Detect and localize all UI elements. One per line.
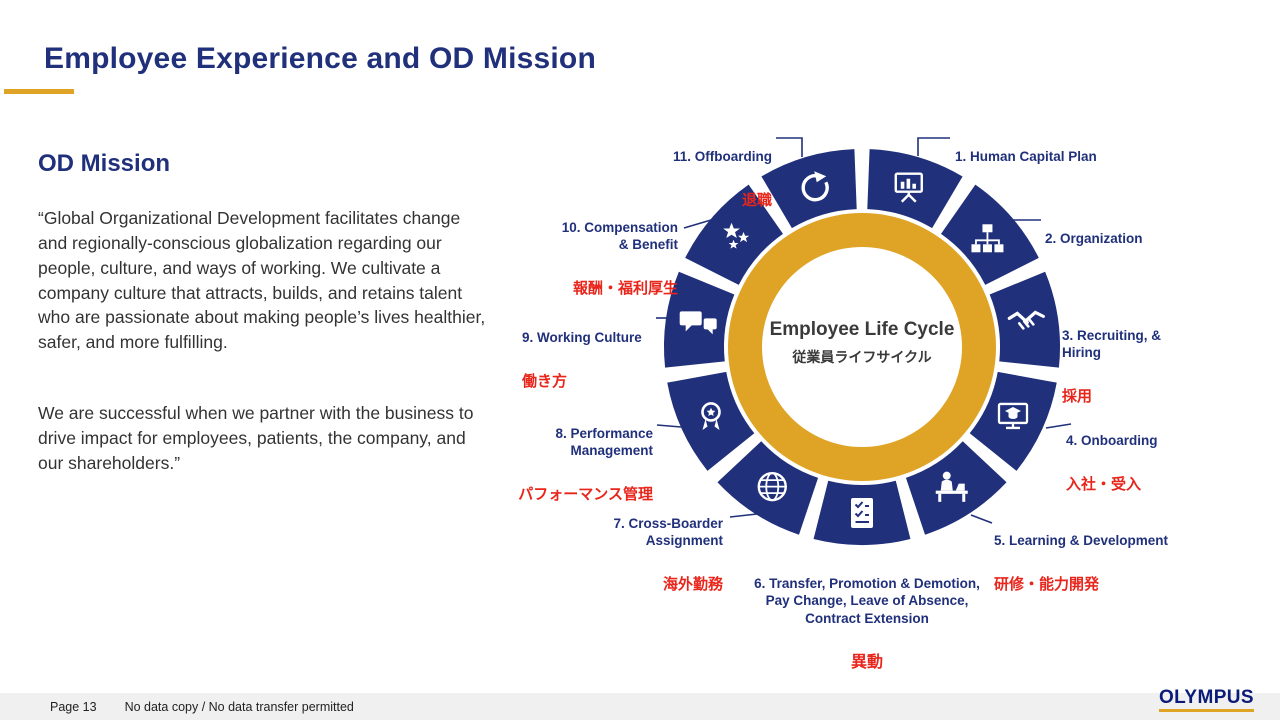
confidential-note: No data copy / No data transfer permitte… — [124, 699, 354, 714]
speech-bubbles-icon — [679, 311, 717, 335]
callout-connectors — [656, 137, 1072, 524]
segment-label-jp: パフォーマンス管理 — [518, 486, 653, 504]
slide-title: Employee Experience and OD Mission — [44, 42, 596, 75]
center-circle — [762, 247, 962, 447]
checklist-icon — [851, 498, 873, 528]
handshake-icon — [1007, 310, 1045, 330]
wheel-segment-5 — [905, 441, 1007, 535]
olympus-logo-text: OLYMPUS — [1158, 687, 1254, 708]
segment-label: 2. Organization — [1045, 230, 1143, 246]
wheel-segment-11 — [761, 149, 857, 229]
award-icon — [701, 402, 721, 430]
segment-label-jp: 報酬・福利厚生 — [572, 280, 678, 298]
wheel-center-text: Employee Life Cycle 従業員ライフサイクル — [742, 319, 982, 367]
segment-label-jp: 研修・能力開発 — [994, 575, 1100, 593]
wheel-segments — [664, 149, 1060, 545]
segment-label-jp: 退職 — [741, 191, 772, 209]
segment-label: 10. Compensation & Benefit — [561, 219, 678, 253]
monitor-graduation-icon — [997, 402, 1029, 430]
callout-human-capital-plan: 1. Human Capital Plan — [955, 130, 1097, 208]
segment-label: 9. Working Culture — [522, 329, 642, 345]
presentation-chart-icon — [894, 172, 923, 203]
org-chart-icon — [971, 224, 1004, 253]
wheel-segment-7 — [717, 441, 819, 535]
segment-label-jp: 入社・受入 — [1066, 475, 1142, 493]
callout-cross-boarder-assignment: 7. Cross-Boarder Assignment 海外勤務 — [613, 497, 723, 612]
segment-label: 4. Onboarding — [1066, 432, 1158, 448]
lifecycle-wheel — [656, 137, 1072, 545]
segment-label-jp: 異動 — [850, 653, 883, 671]
segment-label-jp: 採用 — [1062, 388, 1093, 406]
olympus-logo: OLYMPUS — [1158, 687, 1254, 712]
wheel-segment-2 — [941, 184, 1039, 285]
segment-label: 3. Recruiting, & Hiring — [1062, 327, 1162, 361]
callout-organization: 2. Organization — [1045, 212, 1143, 290]
segment-label-jp: 海外勤務 — [662, 576, 723, 594]
od-mission-heading: OD Mission — [38, 150, 171, 177]
segment-label: 11. Offboarding — [672, 148, 772, 164]
footer-bar: Page 13 No data copy / No data transfer … — [0, 693, 1280, 720]
globe-icon — [757, 471, 787, 502]
callout-transfer-promotion: 6. Transfer, Promotion & Demotion, Pay C… — [692, 557, 1042, 691]
od-mission-section: OD Mission “Global Organizational Develo… — [38, 150, 486, 522]
title-accent-bar — [4, 89, 74, 94]
od-mission-paragraph-1: “Global Organizational Development facil… — [38, 208, 486, 353]
segment-label: 6. Transfer, Promotion & Demotion, Pay C… — [754, 575, 980, 626]
callout-performance-management: 8. Performance Management パフォーマンス管理 — [518, 407, 653, 522]
center-subtitle: 従業員ライフサイクル — [792, 349, 932, 365]
callout-learning-development: 5. Learning & Development 研修・能力開発 — [994, 514, 1168, 612]
cycle-arrow-icon — [801, 171, 829, 202]
segment-label: 5. Learning & Development — [994, 532, 1169, 548]
wheel-segment-4 — [969, 371, 1057, 471]
callout-onboarding: 4. Onboarding 入社・受入 — [1066, 414, 1158, 512]
lifecycle-diagram: Employee Life Cycle 従業員ライフサイクル 1. Human … — [500, 125, 1200, 675]
segment-label-jp: 働き方 — [522, 372, 568, 390]
person-desk-icon — [935, 471, 968, 502]
od-mission-paragraph-2: We are successful when we partner with t… — [38, 403, 474, 473]
callout-compensation-benefit: 10. Compensation & Benefit 報酬・福利厚生 — [562, 201, 678, 316]
callout-recruiting-hiring: 3. Recruiting, & Hiring 採用 — [1062, 309, 1200, 424]
callout-offboarding: 11. Offboarding 退職 — [673, 130, 772, 228]
stars-icon — [723, 222, 750, 249]
callout-working-culture: 9. Working Culture 働き方 — [522, 311, 642, 409]
page-number: Page 13 — [50, 699, 97, 714]
olympus-logo-underline — [1158, 709, 1254, 712]
segment-label: 7. Cross-Boarder Assignment — [613, 515, 723, 549]
segment-label: 8. Performance Management — [555, 425, 653, 459]
segment-label: 1. Human Capital Plan — [955, 148, 1097, 164]
center-title: Employee Life Cycle — [769, 319, 955, 340]
